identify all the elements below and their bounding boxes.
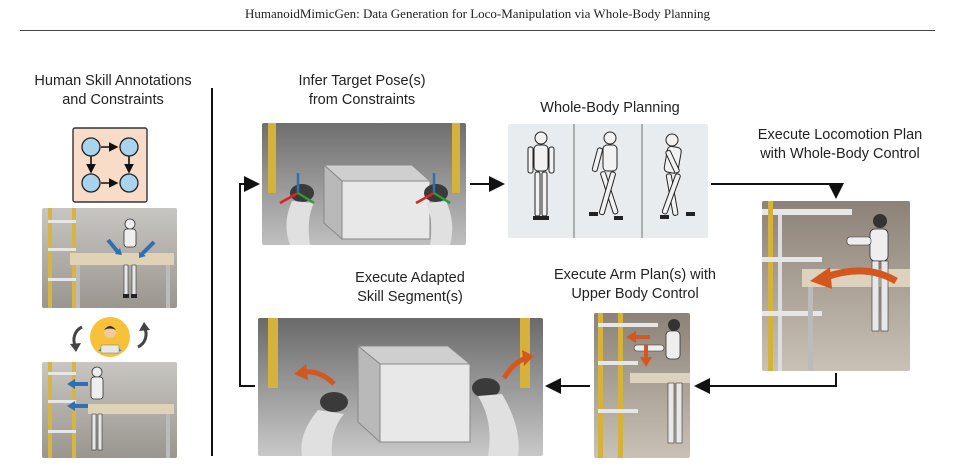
adapted-skill-image — [258, 318, 543, 456]
arm-label-line1: Execute Arm Plan(s) with — [554, 267, 716, 283]
human-demo-image-top — [42, 208, 177, 308]
arrow-locomotion-to-arm — [694, 373, 837, 394]
adapted-label-line2: Skill Segment(s) — [357, 289, 463, 305]
section-divider — [211, 88, 213, 456]
locomotion-plan-label: Execute Locomotion Plan with Whole-Body … — [730, 126, 950, 164]
paper-running-header: HumanoidMimicGen: Data Generation for Lo… — [244, 6, 711, 21]
loco-label-line1: Execute Locomotion Plan — [757, 127, 923, 143]
annotations-label-line2: and Constraints — [62, 92, 164, 108]
infer-label-line2: from Constraints — [308, 92, 416, 108]
adapted-label-line1: Execute Adapted — [355, 270, 465, 286]
adapted-skill-label: Execute Adapted Skill Segment(s) — [325, 269, 495, 307]
infer-target-pose-label: Infer Target Pose(s) from Constraints — [262, 72, 462, 110]
constraint-graph-diagram — [72, 127, 148, 203]
annotations-label: Human Skill Annotations and Constraints — [18, 72, 208, 110]
arrow-planning-to-locomotion — [711, 183, 844, 199]
arm-plan-image — [594, 313, 690, 458]
locomotion-execution-image — [762, 201, 910, 371]
loco-label-line2: with Whole-Body Control — [760, 146, 920, 162]
arm-label-line2: Upper Body Control — [571, 286, 699, 302]
human-demo-image-bottom — [42, 362, 177, 458]
arrow-adapted-to-pose — [239, 176, 260, 387]
header-rule — [20, 30, 935, 31]
whole-body-planning-label: Whole-Body Planning — [540, 100, 680, 116]
annotation-cycle — [60, 315, 160, 359]
robot-icon — [123, 218, 137, 298]
target-pose-image — [262, 123, 466, 245]
infer-label-line1: Infer Target Pose(s) — [298, 73, 426, 89]
human-annotator-icon — [90, 317, 130, 357]
arm-plan-label: Execute Arm Plan(s) with Upper Body Cont… — [535, 266, 735, 304]
annotations-label-line1: Human Skill Annotations — [34, 73, 192, 89]
whole-body-planning-image — [508, 124, 708, 238]
